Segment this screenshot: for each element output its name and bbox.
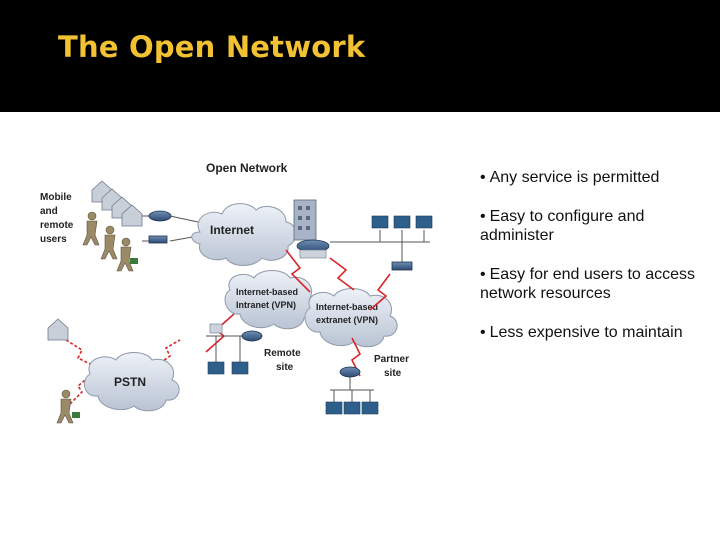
pstn-cloud: PSTN	[83, 352, 180, 412]
router-icon	[241, 330, 263, 342]
bullet-item: •Any service is permitted	[480, 169, 660, 186]
slide-title: The Open Network	[58, 30, 366, 64]
open-network-diagram: Open Network Mobile and remote users	[40, 161, 433, 424]
svg-text:Remote: Remote	[264, 348, 301, 359]
svg-text:Intranet (VPN): Intranet (VPN)	[236, 300, 296, 310]
internet-cloud: Internet	[191, 203, 297, 266]
firewall-icon	[296, 239, 330, 259]
title-bar: The Open Network	[0, 0, 720, 112]
workstation-icon	[207, 361, 249, 375]
router-icon	[339, 366, 361, 378]
svg-text:extranet (VPN): extranet (VPN)	[316, 315, 378, 325]
svg-text:Internet-based: Internet-based	[236, 287, 298, 297]
mobile-users-label: Mobile and remote users	[40, 192, 74, 245]
svg-text:Partner: Partner	[374, 354, 409, 365]
bullet-item: •Easy to configure and administer	[480, 208, 645, 244]
svg-text:Mobile: Mobile	[40, 192, 72, 203]
bullet-item: •Easy for end users to access network re…	[480, 266, 696, 302]
extranet-cloud: Internet-based extranet (VPN)	[304, 288, 398, 348]
switch-icon	[391, 261, 413, 271]
person-icon	[82, 211, 134, 272]
svg-text:site: site	[276, 362, 294, 373]
phone-icon	[209, 323, 223, 334]
house-icon	[91, 180, 143, 227]
svg-text:site: site	[384, 368, 402, 379]
intranet-cloud: Internet-based Intranet (VPN)	[224, 270, 318, 330]
building-icon	[293, 199, 317, 241]
svg-text:users: users	[40, 234, 67, 245]
diagram-heading: Open Network	[206, 161, 288, 175]
workstation-icon	[325, 401, 379, 415]
bullet-list: •Any service is permitted •Easy to confi…	[480, 168, 710, 362]
router-icon	[148, 210, 172, 244]
person-icon	[56, 389, 74, 424]
svg-text:and: and	[40, 206, 58, 217]
remote-site-label: Remote site	[264, 348, 301, 373]
briefcase-icon	[130, 258, 138, 264]
svg-text:PSTN: PSTN	[114, 375, 146, 389]
partner-site-label: Partner site	[374, 354, 409, 379]
briefcase-icon	[72, 412, 80, 418]
svg-text:Internet: Internet	[210, 223, 254, 237]
house-icon	[47, 318, 69, 341]
workstation-icon	[371, 215, 433, 229]
svg-text:Internet-based: Internet-based	[316, 302, 378, 312]
bullet-item: •Less expensive to maintain	[480, 324, 683, 341]
svg-text:remote: remote	[40, 220, 74, 231]
